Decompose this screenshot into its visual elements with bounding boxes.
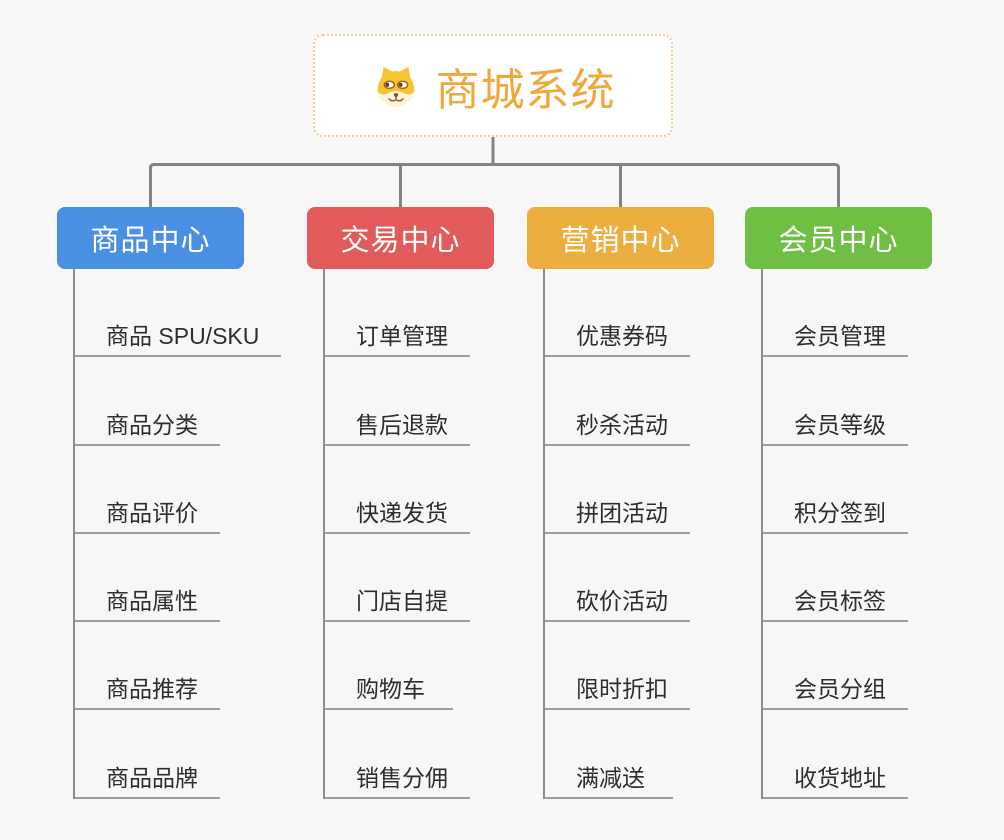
leaf-label: 商品品牌 [106,764,198,791]
leaf-node[interactable]: 商品 SPU/SKU [73,269,282,358]
leaf-label: 商品属性 [106,588,198,615]
branch-header-label: 交易中心 [340,225,461,257]
leaf-label: 优惠券码 [576,323,668,350]
leaf-node[interactable]: 会员等级 [761,357,908,446]
leaf-label: 会员标签 [794,588,886,615]
leaf-label: 限时折扣 [576,676,668,703]
branch-header-product-center[interactable]: 商品中心 [57,207,244,269]
leaf-label: 会员管理 [794,323,886,350]
shiba-dog-icon [376,66,415,107]
leaf-label: 商品评价 [106,499,198,526]
leaf-node[interactable]: 商品分类 [73,357,220,446]
leaf-label: 销售分佣 [356,764,448,791]
leaf-label: 会员等级 [794,411,886,438]
leaf-node[interactable]: 商品评价 [73,446,220,534]
leaf-label: 商品分类 [106,411,198,438]
branch-header-trade-center[interactable]: 交易中心 [307,207,494,269]
leaf-node[interactable]: 砍价活动 [543,534,690,623]
leaf-node[interactable]: 限时折扣 [543,622,690,711]
root-node[interactable]: 商城系统 [313,34,673,137]
leaf-node[interactable]: 购物车 [323,622,453,711]
leaf-node[interactable]: 会员管理 [761,269,908,358]
leaf-label: 拼团活动 [576,499,668,526]
leaf-label: 砍价活动 [576,588,668,615]
leaf-label: 商品推荐 [106,676,198,703]
branch-header-member-center[interactable]: 会员中心 [745,207,932,269]
leaf-node[interactable]: 商品推荐 [73,622,220,711]
branch-items: 商品 SPU/SKU 商品分类 商品评价 商品属性 商品推荐 商品品牌 [73,269,282,799]
leaf-label: 售后退款 [356,411,448,438]
leaf-node[interactable]: 销售分佣 [323,710,470,799]
leaf-node[interactable]: 满减送 [543,710,673,799]
leaf-node[interactable]: 积分签到 [761,446,908,534]
branch-items: 会员管理 会员等级 积分签到 会员标签 会员分组 收货地址 [761,269,932,799]
branch-trade-center: 交易中心 订单管理 售后退款 快递发货 门店自提 购物车 销售分佣 [307,207,494,799]
leaf-label: 秒杀活动 [576,411,668,438]
branch-member-center: 会员中心 会员管理 会员等级 积分签到 会员标签 会员分组 收货地址 [745,207,932,799]
leaf-node[interactable]: 快递发货 [323,446,470,534]
leaf-label: 满减送 [576,764,645,791]
leaf-node[interactable]: 收货地址 [761,710,908,799]
leaf-node[interactable]: 会员分组 [761,622,908,711]
leaf-node[interactable]: 拼团活动 [543,446,690,534]
branch-header-marketing-center[interactable]: 营销中心 [527,207,714,269]
leaf-node[interactable]: 商品属性 [73,534,220,623]
branch-items: 订单管理 售后退款 快递发货 门店自提 购物车 销售分佣 [323,269,494,799]
leaf-label: 快递发货 [356,499,448,526]
leaf-node[interactable]: 优惠券码 [543,269,690,358]
branch-marketing-center: 营销中心 优惠券码 秒杀活动 拼团活动 砍价活动 限时折扣 满减送 [527,207,714,799]
connector-bus-line [149,163,840,209]
leaf-node[interactable]: 订单管理 [323,269,470,358]
leaf-label: 会员分组 [794,676,886,703]
leaf-label: 收货地址 [794,764,886,791]
leaf-node[interactable]: 门店自提 [323,534,470,623]
branch-header-label: 营销中心 [560,225,681,257]
leaf-node[interactable]: 会员标签 [761,534,908,623]
branch-product-center: 商品中心 商品 SPU/SKU 商品分类 商品评价 商品属性 商品推荐 商品品牌 [57,207,282,799]
leaf-label: 购物车 [356,676,425,703]
leaf-node[interactable]: 秒杀活动 [543,357,690,446]
root-title: 商城系统 [435,65,616,115]
branch-header-label: 会员中心 [778,225,899,257]
branch-header-label: 商品中心 [90,225,211,257]
leaf-node[interactable]: 售后退款 [323,357,470,446]
leaf-label: 积分签到 [794,499,886,526]
leaf-label: 订单管理 [356,323,448,350]
leaf-label: 门店自提 [356,588,448,615]
leaf-node[interactable]: 商品品牌 [73,710,220,799]
leaf-label: 商品 SPU/SKU [106,323,260,350]
branch-items: 优惠券码 秒杀活动 拼团活动 砍价活动 限时折扣 满减送 [543,269,714,799]
